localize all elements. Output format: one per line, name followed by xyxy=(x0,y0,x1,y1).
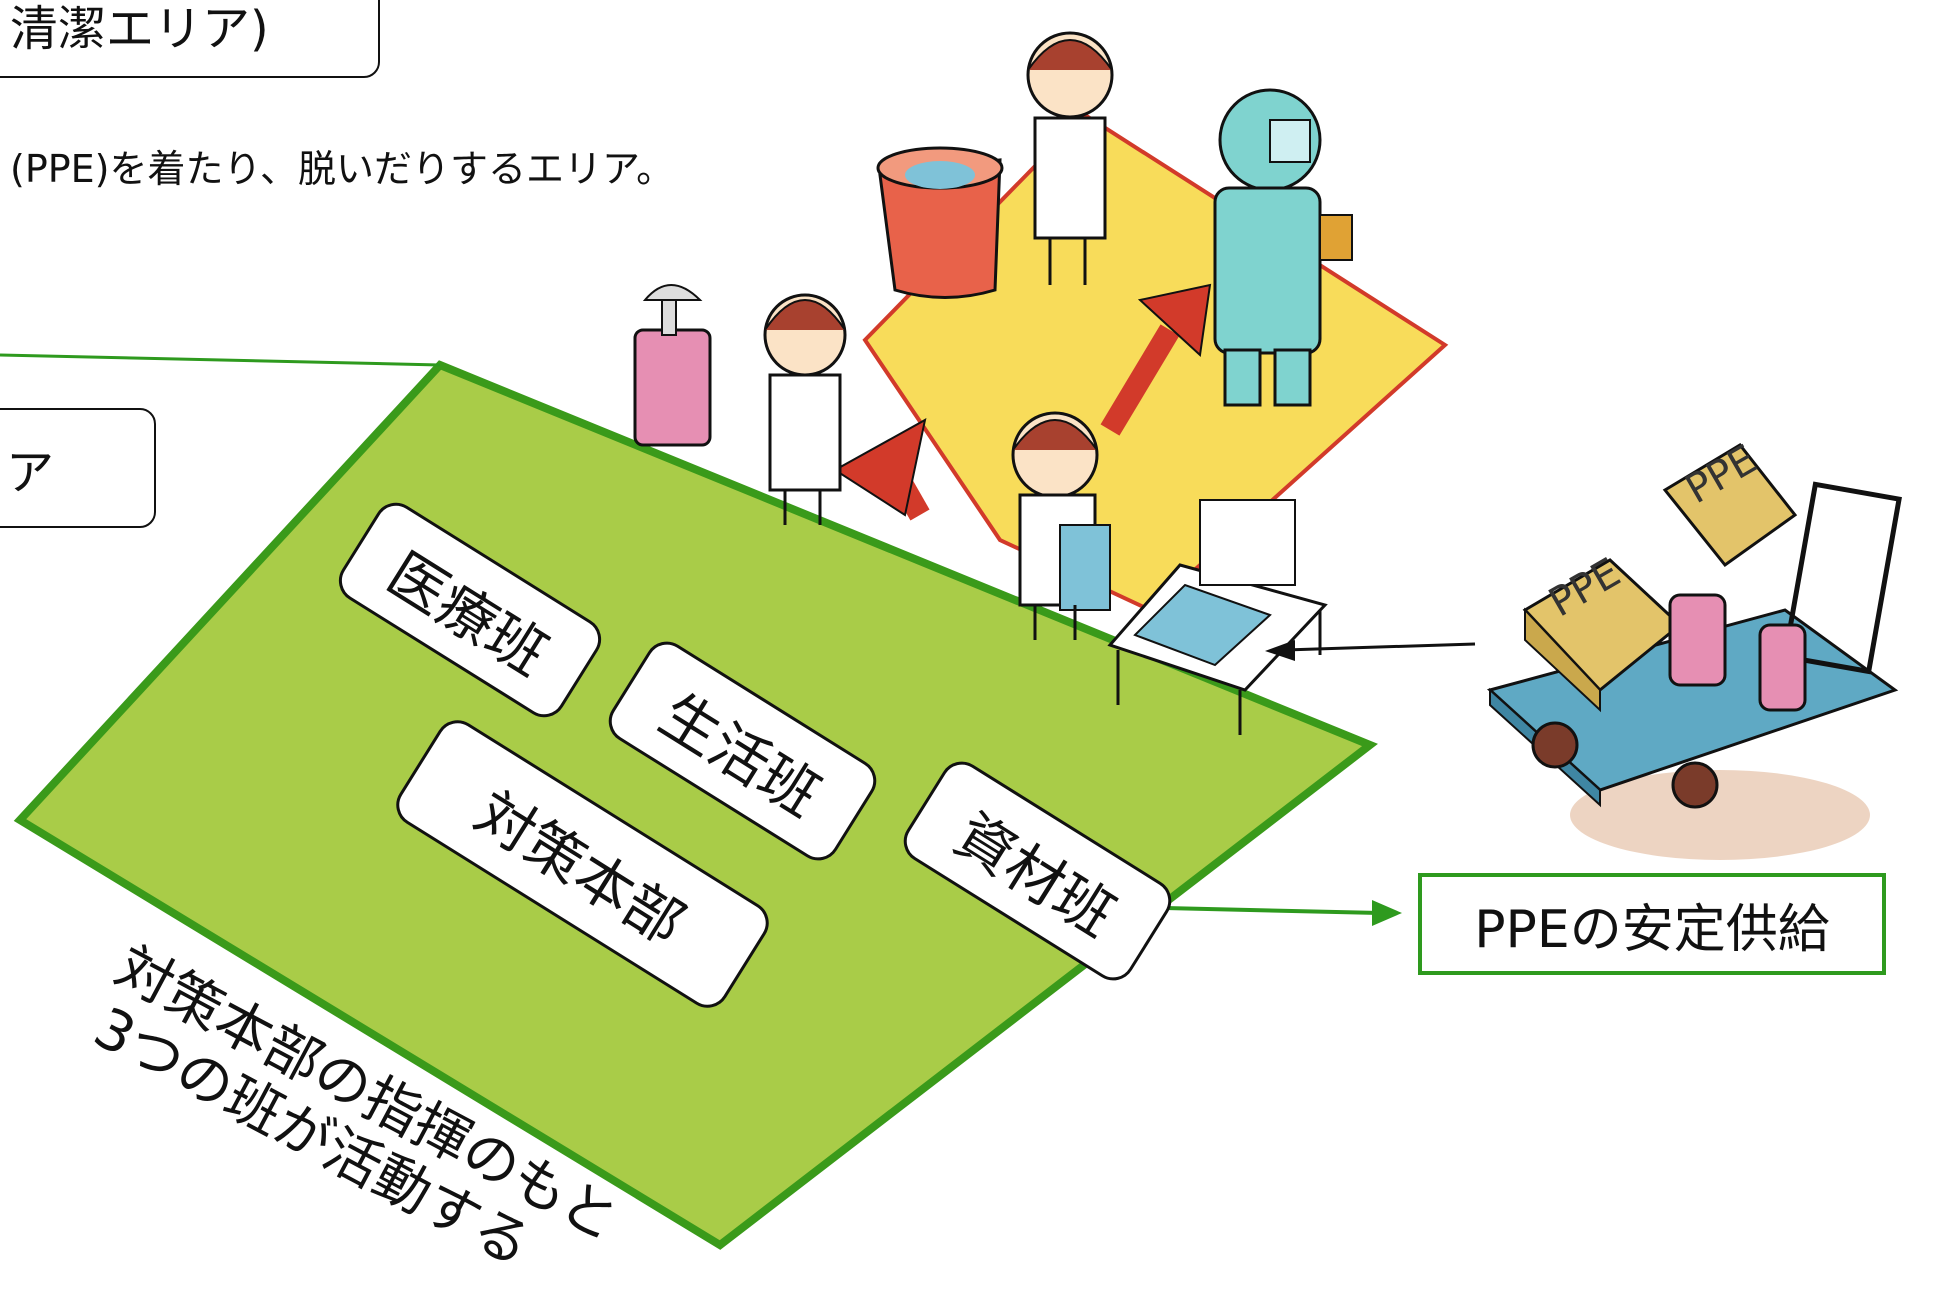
ppe-supply-label: PPEの安定供給 xyxy=(1474,899,1830,960)
sanitizer-stand-icon xyxy=(633,284,712,447)
green-area-label: ア xyxy=(0,408,156,528)
green-area-text: ア xyxy=(6,445,55,501)
worker-disposing-icon xyxy=(1026,31,1114,285)
worker-supplies-icon xyxy=(1011,411,1111,640)
clean-area-text: 清潔エリア) xyxy=(10,1,269,57)
supply-cart-icon: PPE PPE xyxy=(1486,436,1902,860)
supply-connector-icon xyxy=(1164,900,1402,926)
green-zone-callout-line xyxy=(0,353,441,367)
ppe-area-caption: (PPE)を着たり、脱いだりするエリア。 xyxy=(10,147,675,191)
ppe-supply-box: PPEの安定供給 xyxy=(1418,873,1886,975)
supply-table-icon xyxy=(1107,499,1328,735)
supply-arrow-icon xyxy=(1265,640,1476,661)
clean-area-label: 清潔エリア) xyxy=(0,0,380,78)
waste-bin-icon xyxy=(876,146,1004,299)
exit-arrow-icon xyxy=(833,418,930,521)
worker-ppe-suit-icon xyxy=(1213,88,1353,407)
enter-arrow-icon xyxy=(1100,283,1212,436)
worker-handwashing-icon xyxy=(763,293,847,525)
